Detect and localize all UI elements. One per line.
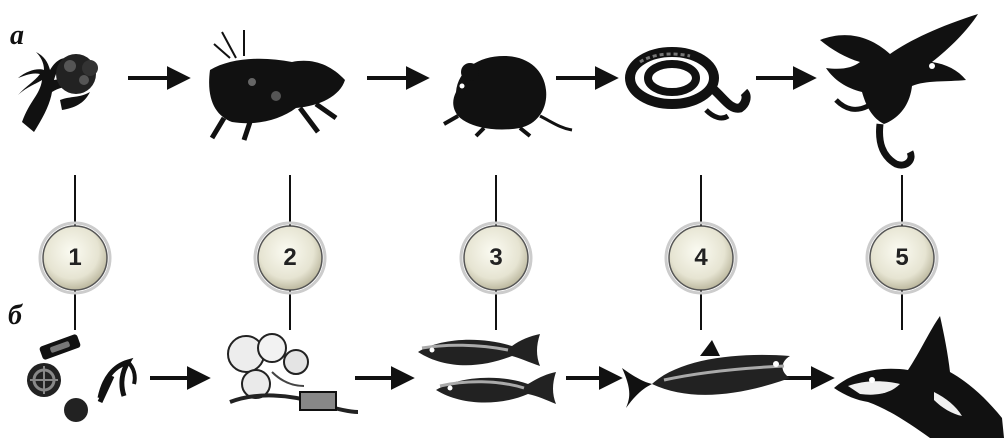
level-number-4: 4	[681, 246, 721, 270]
small-fish-icon	[418, 334, 556, 404]
level-number-3: 3	[476, 246, 516, 270]
mouse-icon	[444, 56, 572, 136]
grasshopper-icon	[209, 30, 345, 140]
plant-icon	[18, 52, 98, 132]
plankton-icon	[27, 334, 135, 422]
level-number-5: 5	[882, 246, 922, 270]
orca-icon	[834, 316, 1004, 438]
level-number-2: 2	[270, 246, 310, 270]
level-number-1: 1	[55, 246, 95, 270]
eagle-icon	[820, 14, 978, 165]
krill-icon	[228, 334, 358, 412]
snake-icon	[630, 52, 746, 118]
tuna-icon	[622, 340, 790, 408]
